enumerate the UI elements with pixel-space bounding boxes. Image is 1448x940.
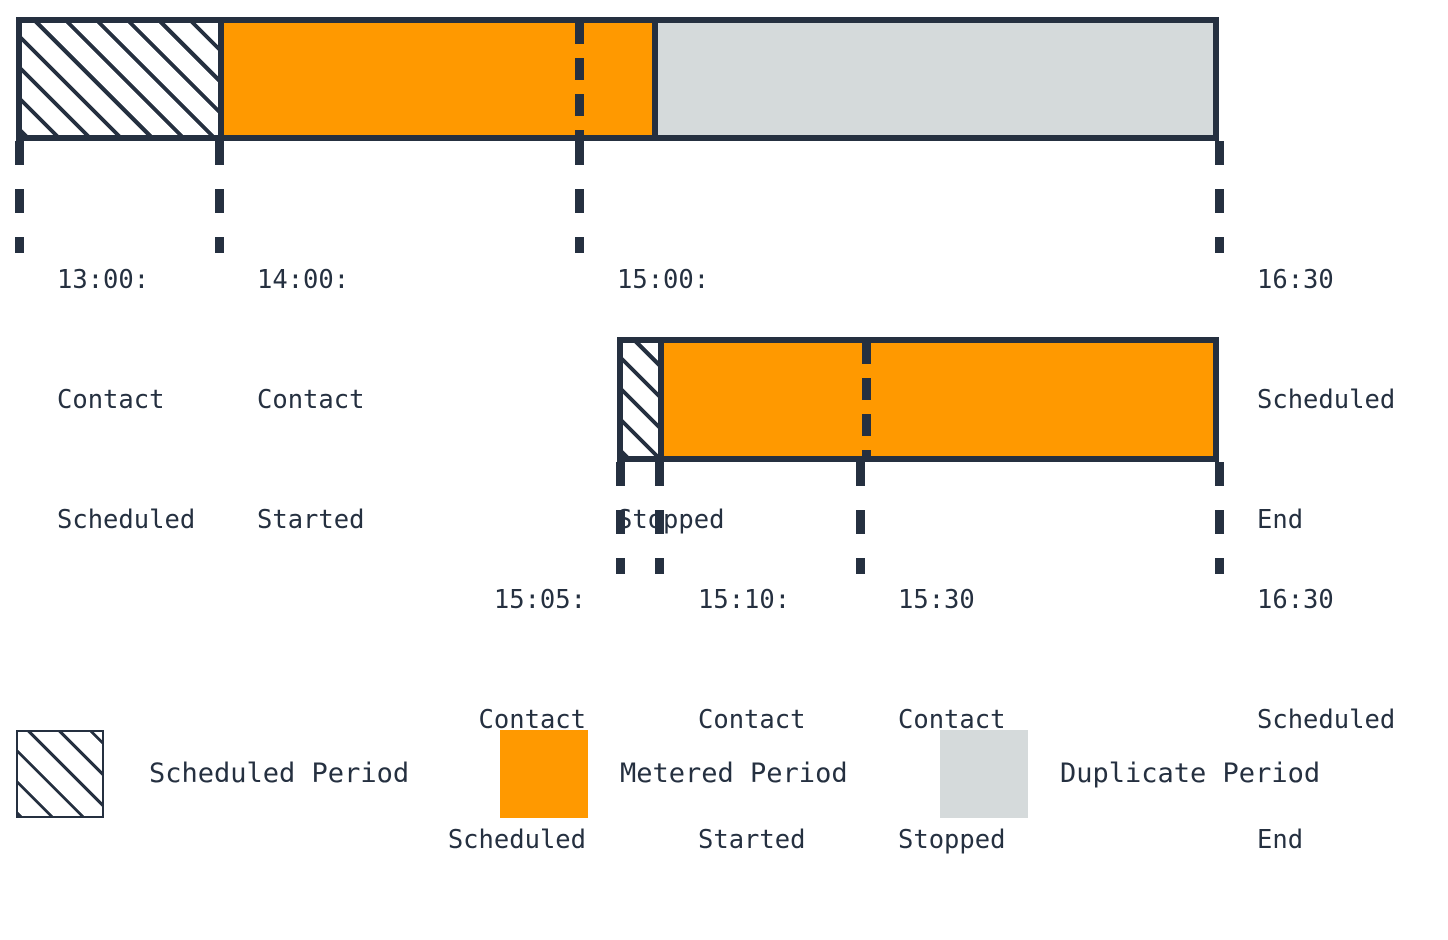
- tick-scheduled-end-2: [1215, 462, 1224, 574]
- segment-metered-period: [218, 22, 652, 136]
- label-line1: Contact: [698, 705, 806, 735]
- label-scheduled-end-1: 16:30 Scheduled End: [1257, 180, 1448, 620]
- label-line2: Stopped: [617, 505, 725, 535]
- label-time: 15:05:: [493, 585, 586, 615]
- label-time: 15:30: [898, 585, 975, 615]
- tick-contact-stopped-1: [575, 141, 584, 253]
- tick-contact-stopped-2: [856, 462, 865, 574]
- legend-label-metered: Metered Period: [620, 758, 848, 789]
- metered-period-swatch-icon: [500, 730, 588, 818]
- legend-item-scheduled: Scheduled Period: [16, 730, 409, 818]
- segment-scheduled-period: [623, 343, 658, 456]
- timeline-bar-original: [16, 17, 1219, 141]
- label-time: 13:00:: [57, 265, 150, 295]
- label-contact-scheduled-2: 15:05: Contact Scheduled: [358, 500, 586, 940]
- legend-item-duplicate: Duplicate Period: [940, 730, 1320, 818]
- contact-stopped-marker-line: [862, 342, 871, 457]
- duplicate-period-swatch-icon: [940, 730, 1028, 818]
- label-line2: Stopped: [898, 825, 1006, 855]
- label-line2: Started: [698, 825, 806, 855]
- label-line2: End: [1257, 505, 1304, 535]
- label-time: 15:10:: [698, 585, 791, 615]
- scheduled-period-swatch-icon: [16, 730, 104, 818]
- legend-label-scheduled: Scheduled Period: [149, 758, 410, 789]
- tick-scheduled-end-1: [1215, 141, 1224, 253]
- label-line1: Contact: [257, 385, 365, 415]
- tick-contact-started-1: [215, 141, 224, 253]
- label-time: 14:00:: [257, 265, 350, 295]
- segment-duplicate-period: [652, 23, 1213, 135]
- timeline-diagram: 13:00: Contact Scheduled 14:00: Contact …: [15, 17, 1448, 855]
- tick-contact-started-2: [655, 462, 664, 574]
- segment-metered-period: [658, 342, 1213, 457]
- label-contact-scheduled-1: 13:00: Contact Scheduled: [57, 180, 257, 620]
- label-line2: Scheduled: [57, 505, 196, 535]
- contact-stopped-marker-line: [575, 22, 584, 136]
- legend-label-duplicate: Duplicate Period: [1060, 758, 1321, 789]
- segment-scheduled-period: [22, 23, 218, 135]
- tick-contact-scheduled-2: [616, 462, 625, 574]
- label-line1: Scheduled: [1257, 705, 1396, 735]
- label-contact-stopped-2: 15:30 Contact Stopped: [898, 500, 1118, 940]
- label-line2: Scheduled: [447, 825, 586, 855]
- label-scheduled-end-2: 16:30 Scheduled End: [1257, 500, 1448, 940]
- label-time: 16:30: [1257, 265, 1334, 295]
- timeline-bar-duplicate: [617, 337, 1219, 462]
- label-time: 15:00:: [617, 265, 710, 295]
- label-line1: Contact: [57, 385, 165, 415]
- label-line2: End: [1257, 825, 1304, 855]
- label-contact-started-2: 15:10: Contact Started: [698, 500, 908, 940]
- label-contact-started-1: 14:00: Contact Started: [257, 180, 457, 620]
- label-line1: Scheduled: [1257, 385, 1396, 415]
- label-time: 16:30: [1257, 585, 1334, 615]
- tick-contact-scheduled-1: [15, 141, 24, 253]
- legend-item-metered: Metered Period: [500, 730, 848, 818]
- label-line2: Started: [257, 505, 365, 535]
